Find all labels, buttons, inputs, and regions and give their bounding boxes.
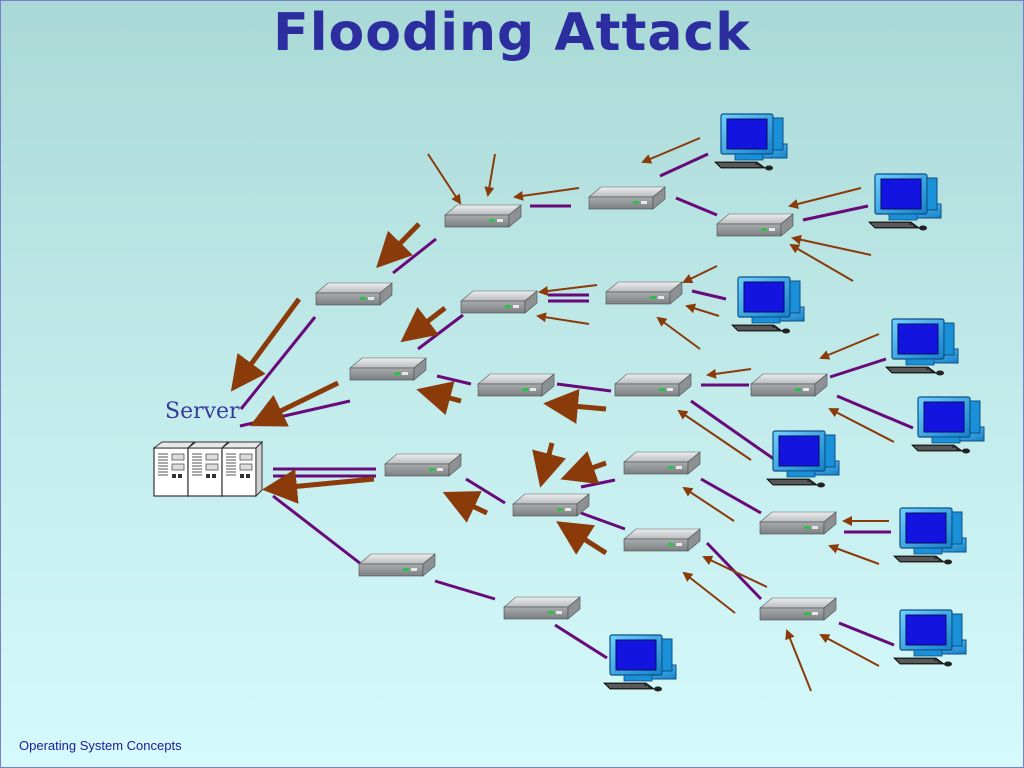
computer-icon (885, 318, 959, 377)
router-icon (512, 493, 590, 517)
router-icon (358, 553, 436, 577)
router-icon (503, 596, 581, 620)
router-icon (444, 204, 522, 228)
router-icon (759, 511, 837, 535)
router-icon (750, 373, 828, 397)
router-icon (614, 373, 692, 397)
router-icon (605, 281, 683, 305)
attack-arrows-thick (230, 222, 608, 556)
attack-arrows-thin (427, 137, 895, 692)
router-icon (716, 213, 794, 237)
computer-icon (731, 276, 805, 335)
server-label: Server (165, 399, 240, 424)
slide-title: Flooding Attack (273, 3, 751, 63)
slide-footer: Operating System Concepts (19, 738, 182, 753)
router-icon (315, 282, 393, 306)
router-icon (623, 528, 701, 552)
server-icon (153, 441, 263, 497)
computer-icon (893, 507, 967, 566)
router-icon (460, 290, 538, 314)
router-icon (623, 451, 701, 475)
computer-icon (603, 634, 677, 693)
computer-icon (911, 396, 985, 455)
router-icon (759, 597, 837, 621)
router-icon (477, 373, 555, 397)
computer-icon (766, 430, 840, 489)
router-icon (384, 453, 462, 477)
computer-icon (714, 113, 788, 172)
router-icon (349, 357, 427, 381)
computer-icon (868, 173, 942, 232)
router-icon (588, 186, 666, 210)
computer-icon (893, 609, 967, 668)
